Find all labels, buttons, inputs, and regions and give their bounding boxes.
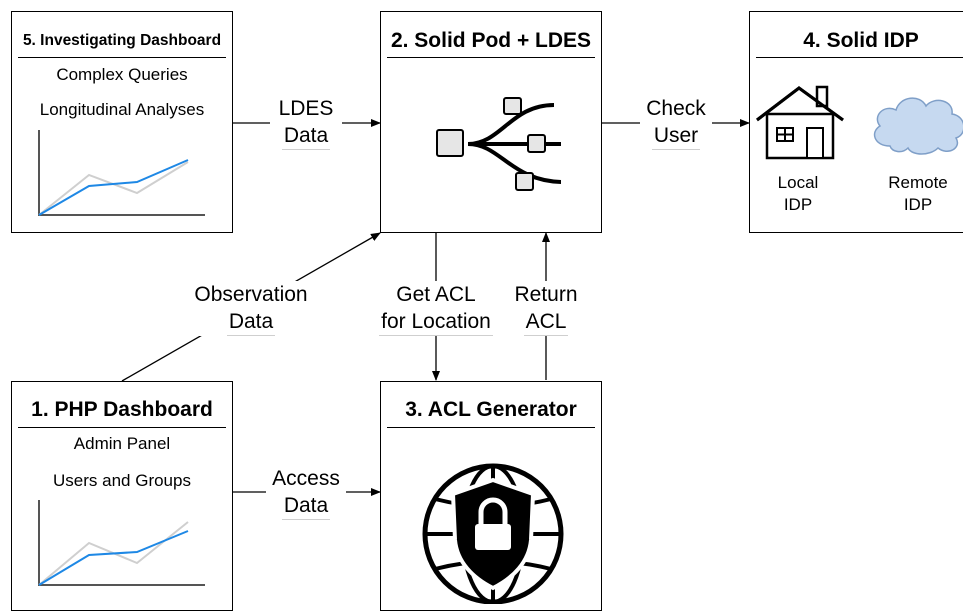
- ldes-data-label: LDES Data: [270, 95, 342, 150]
- access-data-label: Access Data: [266, 465, 346, 520]
- house-icon: [756, 85, 844, 160]
- cloud-icon: [873, 97, 963, 155]
- longitudinal-analyses-label: Longitudinal Analyses: [39, 100, 205, 119]
- php-dashboard-title: 1. PHP Dashboard: [31, 398, 213, 421]
- admin-panel-label: Admin Panel: [73, 434, 171, 453]
- acl-generator-title: 3. ACL Generator: [405, 398, 577, 421]
- globe-lock-icon: [422, 463, 564, 604]
- mini-line-chart-icon: [38, 130, 205, 216]
- solid-pod-title: 2. Solid Pod + LDES: [390, 29, 592, 52]
- investigating-dashboard-box: 5. Investigating Dashboard Complex Queri…: [11, 11, 233, 233]
- tree-network-icon: [436, 97, 561, 191]
- return-acl-label: Return ACL: [508, 281, 584, 336]
- solid-pod-box: 2. Solid Pod + LDES: [380, 11, 602, 233]
- solid-idp-box: 4. Solid IDP Local IDP Remote IDP: [749, 11, 963, 233]
- complex-queries-label: Complex Queries: [56, 65, 188, 84]
- local-idp-label: Local IDP: [777, 173, 819, 214]
- mini-line-chart-icon: [38, 500, 205, 586]
- observation-data-label: Observation Data: [186, 281, 316, 336]
- investigating-dashboard-title: 5. Investigating Dashboard: [22, 32, 222, 49]
- solid-idp-title: 4. Solid IDP: [803, 29, 919, 52]
- check-user-label: Check User: [640, 95, 712, 150]
- get-acl-label: Get ACL for Location: [371, 281, 501, 336]
- remote-idp-label: Remote IDP: [888, 173, 948, 214]
- php-dashboard-box: 1. PHP Dashboard Admin Panel Users and G…: [11, 381, 233, 611]
- acl-generator-box: 3. ACL Generator: [380, 381, 602, 611]
- users-and-groups-label: Users and Groups: [53, 471, 191, 490]
